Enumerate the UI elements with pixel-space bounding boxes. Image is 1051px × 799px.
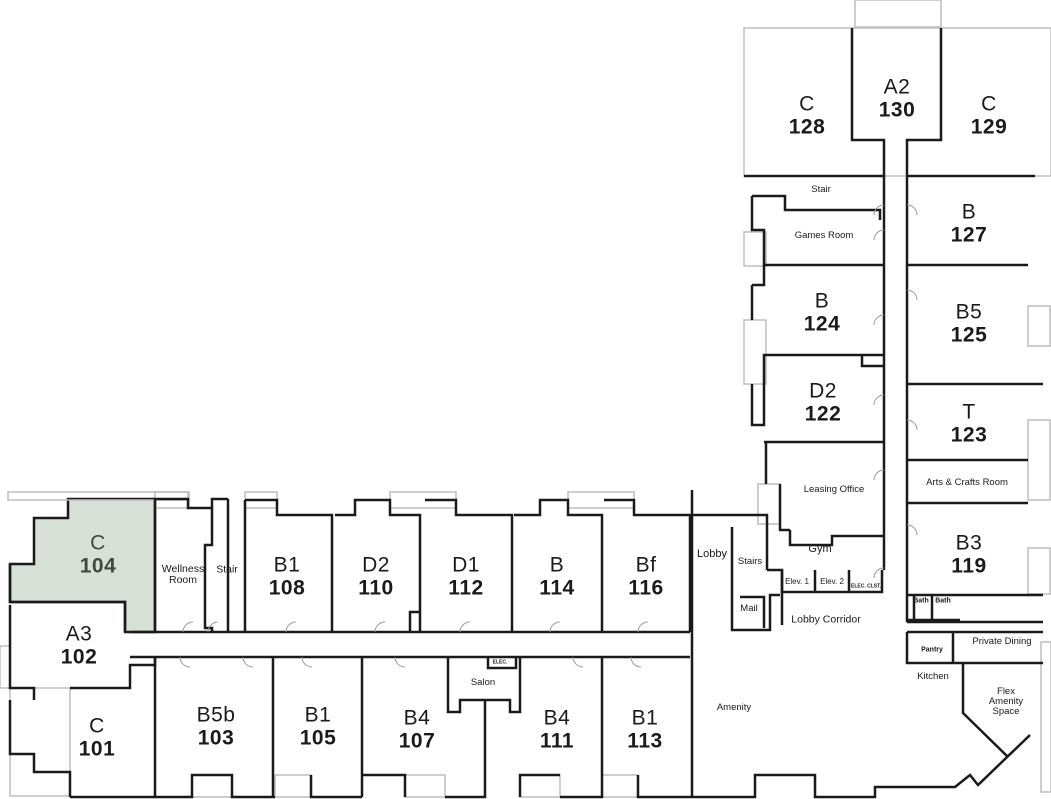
unit-number: 125 [950,323,988,347]
unit-number: 129 [970,115,1008,139]
unit-number: 122 [804,402,842,426]
room-elec-closet: ELEC. CLST. [850,583,882,590]
unit-type: B [961,200,977,224]
room-leasing-office: Leasing Office [803,484,865,496]
unit-type: B5b [196,703,236,727]
unit-type: C [981,92,997,116]
unit-type: B1 [304,703,332,727]
unit-type: B1 [631,706,659,730]
room-private-dining: Private Dining [972,636,1032,648]
room-games: Games Room [794,230,854,242]
room-elec-salon: ELEC. [492,659,508,666]
unit-number: 111 [539,729,575,753]
unit-type: B1 [273,553,301,577]
unit-type: T [962,400,976,424]
unit-type: Bf [635,553,657,577]
unit-number: 103 [197,726,235,750]
room-arts-crafts: Arts & Crafts Room [926,477,1008,489]
unit-number: 105 [299,726,337,750]
unit-type: B4 [403,706,431,730]
room-bath-2: Bath [935,597,951,605]
unit-number: 110 [358,576,394,600]
unit-number: 123 [950,423,988,447]
unit-type: B5 [955,300,983,324]
unit-number: 104 [79,554,117,578]
unit-number: 112 [448,576,484,600]
room-lobby: Lobby [697,548,727,561]
room-gym: Gym [808,543,832,556]
unit-type: C [90,531,106,555]
unit-type: C [89,714,105,738]
unit-number: 107 [398,729,436,753]
unit-type: C [799,92,815,116]
room-salon: Salon [470,677,496,689]
room-lobby-corridor: Lobby Corridor [791,613,861,626]
room-kitchen: Kitchen [917,671,949,683]
unit-type: D2 [809,379,837,403]
unit-number: 130 [878,98,916,122]
room-amenity: Amenity [716,702,752,714]
room-stair-west: Stair [216,563,238,576]
unit-type: A3 [65,622,93,646]
unit-number: 101 [78,737,116,761]
unit-number: 128 [788,115,826,139]
unit-type: A2 [883,75,911,99]
room-flex-amenity: Flex Amenity Space [988,686,1024,717]
unit-type: B3 [955,531,983,555]
unit-number: 108 [268,576,306,600]
room-bath-1: Bath [913,597,929,605]
room-mail: Mail [740,603,758,615]
unit-type: D2 [362,553,390,577]
room-elevator-2: Elev. 2 [820,576,844,586]
unit-type: B [814,289,830,313]
room-wellness: Wellness Room [161,562,205,586]
unit-type: B4 [543,706,571,730]
unit-number: 124 [803,312,841,336]
unit-type: D1 [452,553,480,577]
unit-number: 119 [951,554,987,578]
room-pantry: Pantry [921,646,943,654]
unit-number: 113 [627,729,663,753]
unit-number: 127 [950,223,988,247]
room-elevator-1: Elev. 1 [785,576,809,586]
unit-number: 114 [539,576,575,600]
room-stair-north: Stair [811,184,831,196]
room-stairs-lobby: Stairs [737,556,763,568]
unit-type: B [549,553,565,577]
unit-number: 102 [60,645,98,669]
unit-number: 116 [628,576,664,600]
